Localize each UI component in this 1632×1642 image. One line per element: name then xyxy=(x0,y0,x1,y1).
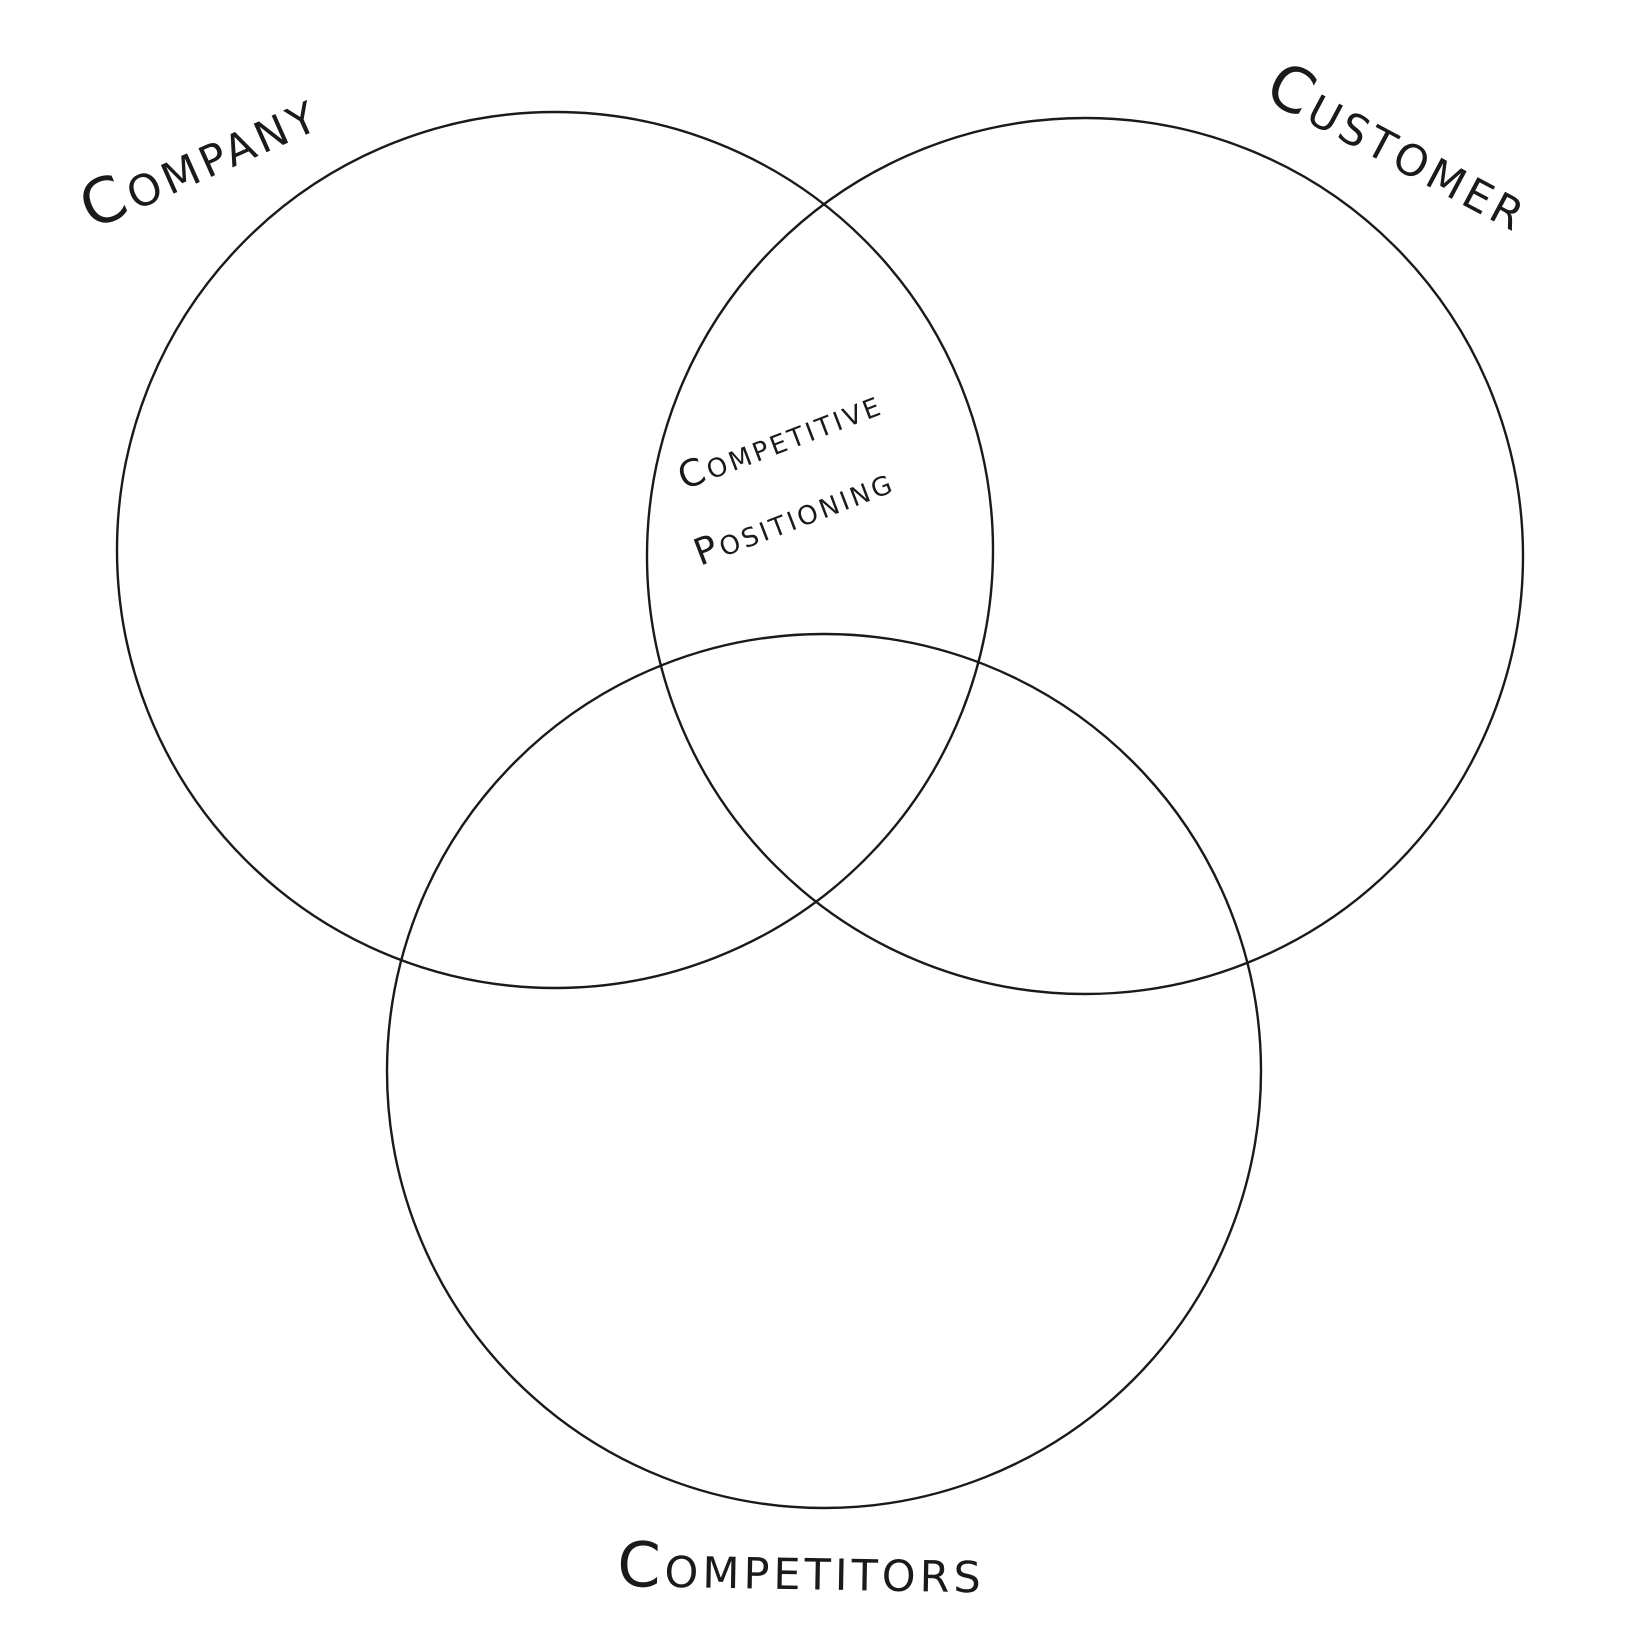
customer-label: Customer xyxy=(1255,47,1544,247)
customer-circle xyxy=(645,116,1525,996)
company-circle xyxy=(115,110,995,990)
competitors-circle xyxy=(385,632,1263,1510)
company-label: Company xyxy=(68,74,329,244)
competitors-label: Competitors xyxy=(617,1528,986,1607)
